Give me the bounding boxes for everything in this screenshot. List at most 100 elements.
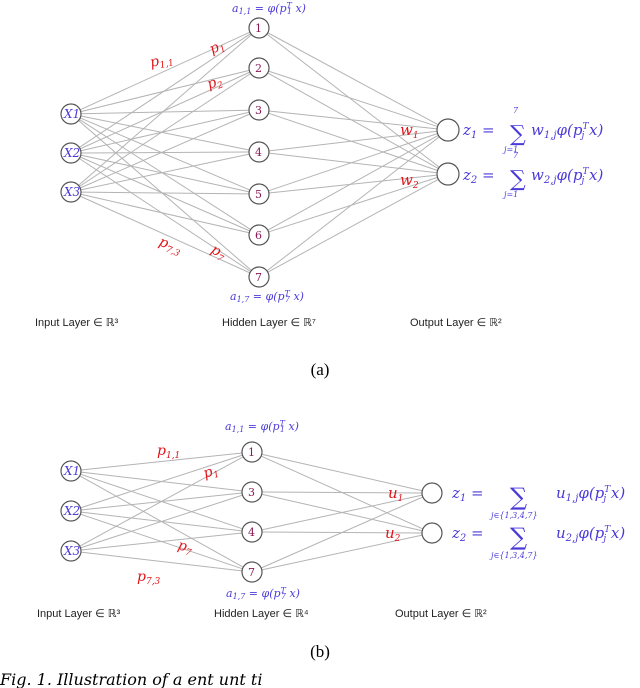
a-hid-out-edge-3-1 <box>268 152 438 174</box>
input-label-x3: X3 <box>63 185 81 199</box>
a-hid-out-edge-4-0 <box>268 133 438 192</box>
hidden-node-3 <box>248 99 270 121</box>
a-hid-out-edge-5-1 <box>268 176 438 233</box>
hidden-node-7 <box>248 266 270 288</box>
b-edge-label-p7: p7 <box>175 537 194 558</box>
svg-text:∑: ∑ <box>510 523 527 551</box>
panel-a-caption: (a) <box>311 360 330 379</box>
hidden-label-1: 1 <box>255 22 262 35</box>
panel-a-nodes: X1 X2 X3 1 2 3 4 5 6 7 <box>60 17 460 288</box>
a-hid-out-edge-1-1 <box>267 72 439 170</box>
a-in-hid-edge-2-5 <box>80 193 250 234</box>
edge-label-p11: p1,1 <box>149 50 176 72</box>
input-node-x2 <box>60 142 82 164</box>
b-input-node-x3 <box>60 540 82 562</box>
svg-text:∑: ∑ <box>510 167 526 192</box>
a-in-hid-edge-1-4 <box>80 154 250 193</box>
output-node-z2 <box>436 162 460 186</box>
hidden-label-6: 6 <box>255 229 262 242</box>
svg-text:j∈{1,3,4,7}: j∈{1,3,4,7} <box>489 551 538 560</box>
input-node-x3 <box>60 181 82 203</box>
b-output-node-z1 <box>421 482 443 504</box>
b-hidden-node-7 <box>241 561 263 583</box>
svg-text:j∈{1,3,4,7}: j∈{1,3,4,7} <box>489 511 538 520</box>
a-in-hid-edge-1-2 <box>80 111 250 152</box>
b-hidden-node-1 <box>241 441 263 463</box>
b-in-hid-edge-0-0 <box>80 452 243 471</box>
panel-b-nodes: X1 X2 X3 1 3 4 7 <box>60 441 443 583</box>
b-input-label-x3: X3 <box>63 544 81 558</box>
input-node-x1 <box>60 103 82 125</box>
panel-a-hidden-layer-label: Hidden Layer ∈ ℝ⁷ <box>222 317 316 329</box>
b-in-hid-edge-1-0 <box>80 454 243 509</box>
svg-text:u2,jφ(pTj x): u2,jφ(pTj x) <box>556 524 625 544</box>
a-hid-out-edge-2-0 <box>268 110 438 130</box>
a-in-hid-edge-2-6 <box>79 195 251 274</box>
a-in-hid-edge-0-6 <box>78 120 252 271</box>
b-in-hid-edge-2-3 <box>80 551 243 572</box>
b-output-node-z2 <box>421 522 443 544</box>
b-edge-label-u1: u1 <box>388 484 403 504</box>
input-label-x2: X2 <box>63 146 80 160</box>
b-hid-out-edge-0-0 <box>261 453 423 492</box>
b-hidden-label-1: 1 <box>248 446 255 459</box>
hidden-label-5: 5 <box>255 188 262 201</box>
panel-b-caption: (b) <box>310 642 330 661</box>
hidden-node-4 <box>248 141 270 163</box>
b-input-node-x1 <box>60 460 82 482</box>
a-hid-out-edge-0-0 <box>267 32 439 126</box>
svg-text:z1 =: z1 = <box>462 121 495 141</box>
a-in-hid-edge-2-3 <box>80 153 250 191</box>
a-in-hid-edge-1-0 <box>79 33 251 148</box>
a-hid-out-edge-4-1 <box>268 174 438 194</box>
svg-text:∑: ∑ <box>510 483 527 511</box>
svg-text:w1,jφ(pTj x): w1,jφ(pTj x) <box>531 121 604 141</box>
hidden-node-2 <box>248 57 270 79</box>
b-in-hid-edge-2-2 <box>80 532 243 551</box>
b-hidden-label-4: 4 <box>248 526 255 539</box>
hidden-label-7: 7 <box>255 271 262 284</box>
hidden-label-2: 2 <box>255 62 262 75</box>
input-label-x1: X1 <box>63 107 80 121</box>
hidden-node-1 <box>248 17 270 39</box>
svg-text:u1,jφ(pTj x): u1,jφ(pTj x) <box>556 484 625 504</box>
output-node-z1 <box>436 118 460 142</box>
svg-text:w2,jφ(pTj x): w2,jφ(pTj x) <box>531 166 604 186</box>
a-in-hid-edge-2-1 <box>79 73 251 187</box>
b-input-node-x2 <box>60 500 82 522</box>
panel-b-hidden-layer-label: Hidden Layer ∈ ℝ⁴ <box>214 608 309 620</box>
a-in-hid-edge-1-6 <box>79 158 251 272</box>
a-hid-out-edge-0-1 <box>266 33 440 168</box>
a-in-hid-edge-0-4 <box>80 117 250 191</box>
a-hid-out-edge-6-1 <box>267 178 439 273</box>
svg-text:z1 =: z1 = <box>451 484 484 504</box>
panel-a-edges <box>78 31 440 274</box>
a-hid-out-edge-6-0 <box>266 136 440 272</box>
b-hid-out-edge-2-0 <box>261 494 423 531</box>
svg-text:z2 =: z2 = <box>462 166 495 186</box>
b-hidden-node-3 <box>241 481 263 503</box>
b-hidden-label-7: 7 <box>248 566 255 579</box>
b-edge-label-u2: u2 <box>385 524 401 544</box>
b-hidden-label-3: 3 <box>248 486 255 499</box>
svg-text:7: 7 <box>513 106 519 115</box>
panel-b-output-layer-label: Output Layer ∈ ℝ² <box>395 608 487 620</box>
a-in-hid-edge-0-2 <box>80 109 250 115</box>
a-hid-out-edge-3-0 <box>268 130 438 152</box>
edge-label-p73: p7,3 <box>156 234 185 260</box>
b-edge-label-p73: p7,3 <box>137 569 161 587</box>
a-in-hid-edge-2-4 <box>80 191 250 195</box>
panel-a-input-layer-label: Input Layer ∈ ℝ³ <box>35 317 118 329</box>
b-hidden-node-4 <box>241 521 263 543</box>
svg-text:j=1: j=1 <box>502 145 518 154</box>
b-hid-out-edge-3-0 <box>260 496 424 569</box>
b-hid-out-edge-3-1 <box>261 534 423 571</box>
b-in-hid-edge-2-1 <box>80 494 243 549</box>
